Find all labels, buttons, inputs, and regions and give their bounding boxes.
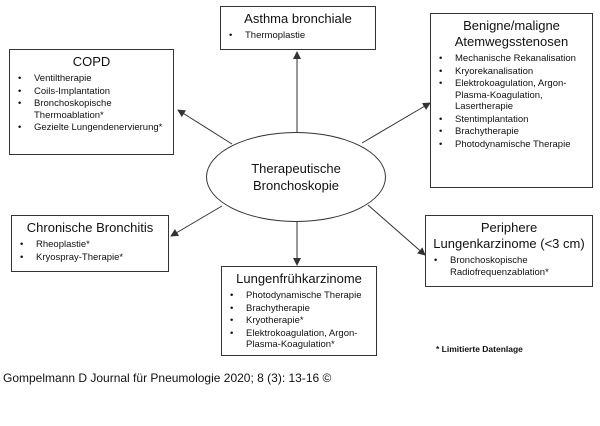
box-title-line2: Atemwegsstenosen	[454, 34, 569, 49]
bullet: •	[230, 315, 234, 326]
box-title: COPD	[72, 54, 111, 69]
bullet: •	[229, 30, 233, 41]
list-item: •Ventiltherapie	[18, 73, 92, 84]
arrow-to-bronchitis	[170, 205, 223, 237]
list-item: •Bronchoskopische Radiofrequenzablation*	[434, 255, 549, 278]
list-item: •Coils-Implantation	[18, 85, 111, 97]
list-item: •Kryotherapie*	[230, 315, 304, 326]
bullet: •	[230, 290, 234, 301]
bullet: •	[434, 255, 438, 266]
list-item: •Brachytherapie	[439, 126, 519, 137]
list-item: •Mechanische Rekanalisation	[439, 53, 576, 64]
list-item: •Brachytherapie	[230, 302, 310, 314]
bullet: •	[439, 65, 443, 77]
box-title-line1: Periphere	[480, 220, 538, 235]
bullet: •	[20, 251, 24, 263]
arrow-to-peripher	[367, 204, 426, 256]
list-item: •Photodynamische Therapie	[230, 290, 362, 301]
box-title: Periphere Lungenkarzinome (<3 cm)	[426, 220, 592, 252]
bullet: •	[230, 302, 234, 314]
box-stenosen: Benigne/maligne Atemwegsstenosen •Mechan…	[430, 13, 593, 188]
bullet: •	[18, 73, 22, 84]
bullet: •	[18, 122, 22, 133]
center-line2: Bronchoskopie	[253, 178, 339, 193]
center-ellipse: Therapeutische Bronchoskopie	[206, 132, 386, 222]
box-bronchitis: Chronische Bronchitis •Rheoplastie* •Kry…	[11, 215, 169, 272]
list-item: •Gezielte Lungendenervierung*	[18, 122, 163, 133]
center-line1: Therapeutische	[251, 161, 341, 176]
bullet: •	[18, 85, 22, 97]
list-item: •Rheoplastie*	[20, 239, 90, 250]
bullet: •	[439, 53, 443, 64]
citation: Gompelmann D Journal für Pneumologie 202…	[3, 371, 332, 385]
box-peripher: Periphere Lungenkarzinome (<3 cm) •Bronc…	[425, 215, 593, 287]
bullet: •	[18, 98, 22, 109]
box-asthma: Asthma bronchiale •Thermoplastie	[220, 6, 376, 50]
bullet: •	[439, 126, 443, 137]
box-title: Benigne/maligne Atemwegsstenosen	[431, 18, 592, 50]
box-copd: COPD •Ventiltherapie •Coils-Implantation…	[9, 49, 174, 155]
list-item: •Bronchoskopische Thermoablation*	[18, 98, 112, 121]
box-title-line2: Lungenkarzinome (<3 cm)	[433, 236, 585, 251]
list-item: •Stentimplantation	[439, 113, 529, 125]
box-frueh: Lungenfrühkarzinome •Photodynamische The…	[221, 266, 377, 356]
bullet: •	[439, 138, 443, 150]
list-item: •Kryorekanalisation	[439, 65, 534, 77]
bullet: •	[439, 113, 443, 125]
box-title: Chronische Bronchitis	[26, 220, 154, 235]
bullet: •	[439, 78, 443, 89]
arrow-to-stenosen	[361, 102, 431, 144]
bullet: •	[20, 239, 24, 250]
list-item: •Elektrokoagulation, Argon-Plasma-Koagul…	[230, 327, 358, 351]
list-item: •Kryospray-Therapie*	[20, 251, 124, 263]
box-title-line1: Benigne/maligne	[463, 18, 560, 33]
list-item: •Photodynamische Therapie	[439, 138, 571, 150]
box-title: Lungenfrühkarzinome	[236, 271, 362, 286]
bullet: •	[230, 327, 234, 339]
footnote: * Limitierte Datenlage	[436, 344, 523, 354]
list-item: •Thermoplastie	[229, 30, 306, 41]
arrow-to-copd	[177, 109, 233, 145]
box-title: Asthma bronchiale	[244, 11, 352, 26]
list-item: •Elektrokoagulation, Argon-Plasma-Koagul…	[439, 78, 567, 112]
